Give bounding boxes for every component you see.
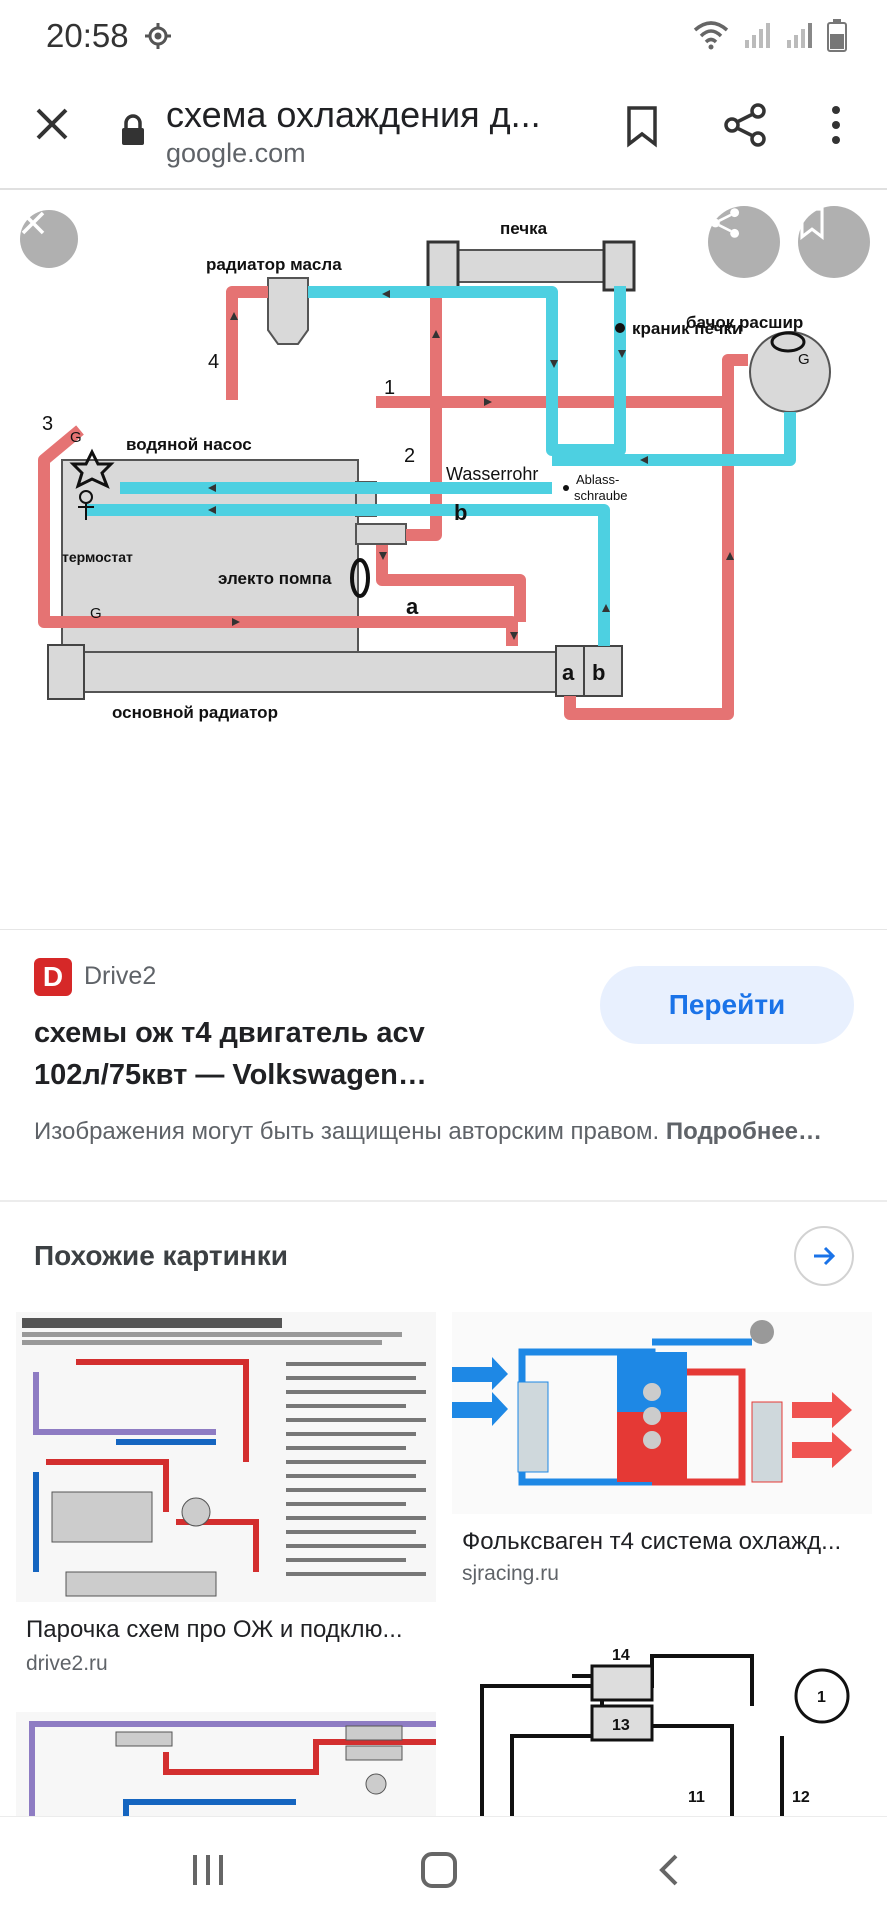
close-image-button[interactable] bbox=[20, 210, 78, 268]
cooling-diagram: печка радиатор масла краник печки бачок … bbox=[38, 219, 831, 722]
bookmark-icon bbox=[800, 207, 824, 240]
label-ablass-1: Ablass- bbox=[576, 472, 619, 487]
similar-host-1: drive2.ru bbox=[26, 1652, 108, 1675]
wifi-icon bbox=[693, 21, 729, 50]
similar-host-2: sjracing.ru bbox=[462, 1562, 559, 1585]
thumb-4-image: 14 13 1 11 12 bbox=[480, 1647, 850, 1816]
signal-icon-2 bbox=[787, 23, 812, 48]
thumb-4-num-14: 14 bbox=[612, 1647, 630, 1664]
label-heater-valve: краник печки bbox=[632, 319, 742, 338]
more-link[interactable]: Подробнее… bbox=[665, 1118, 823, 1145]
system-nav-bar bbox=[0, 1816, 887, 1920]
water-pump-icon bbox=[69, 448, 115, 489]
source-name[interactable]: Drive2 bbox=[84, 962, 157, 990]
bookmark-icon[interactable] bbox=[624, 104, 660, 148]
tank-cap bbox=[770, 331, 806, 353]
main-radiator bbox=[49, 651, 561, 693]
heater-core bbox=[427, 249, 621, 283]
label-wasserrohr: Wasserrohr bbox=[446, 464, 538, 484]
browser-toolbar: схема охлаждения д... google.com bbox=[0, 72, 887, 190]
similar-more-button[interactable] bbox=[794, 1226, 854, 1286]
label-ablass-2: schraube bbox=[574, 488, 627, 503]
thumb-2-image bbox=[452, 1312, 872, 1514]
thumb-3-image bbox=[29, 1721, 436, 1816]
copyright-text: Изображения могут быть защищены авторски… bbox=[34, 1118, 660, 1145]
label-thermostat: термостат bbox=[62, 549, 133, 565]
heater-left-cap bbox=[426, 240, 460, 292]
save-image-button[interactable] bbox=[798, 206, 870, 278]
label-heater: печка bbox=[500, 219, 548, 238]
label-g-left: G bbox=[90, 605, 102, 622]
label-num-4: 4 bbox=[208, 351, 219, 373]
label-main-radiator: основной радиатор bbox=[112, 703, 278, 722]
label-g-top: G bbox=[70, 429, 82, 446]
share-icon[interactable] bbox=[722, 102, 768, 148]
label-oil-radiator: радиатор масла bbox=[206, 255, 342, 274]
label-b-line: b bbox=[454, 500, 467, 525]
close-icon[interactable] bbox=[30, 102, 74, 146]
label-g-tank: G bbox=[798, 351, 810, 368]
oil-radiator bbox=[267, 277, 309, 345]
url-host[interactable]: google.com bbox=[166, 138, 306, 168]
thumb-1-image bbox=[16, 1312, 436, 1602]
thumb-4-num-11: 11 bbox=[688, 1789, 705, 1806]
thumb-4-num-12: 12 bbox=[792, 1789, 810, 1806]
source-logo: D bbox=[34, 958, 72, 996]
recent-apps-icon[interactable] bbox=[190, 1853, 226, 1887]
heater-right-cap bbox=[602, 240, 636, 292]
label-num-1: 1 bbox=[384, 377, 395, 399]
result-info: D Drive2 Перейти схемы ож т4 двигатель a… bbox=[0, 932, 887, 1202]
home-icon[interactable] bbox=[420, 1851, 458, 1889]
more-icon[interactable] bbox=[826, 102, 846, 148]
label-electric-pump: электо помпа bbox=[218, 569, 332, 588]
battery-icon bbox=[827, 19, 847, 52]
lock-icon bbox=[122, 114, 144, 145]
status-icons bbox=[691, 18, 847, 52]
image-viewer: печка радиатор масла краник печки бачок … bbox=[0, 190, 887, 930]
status-bar: 20:58 bbox=[0, 0, 887, 72]
similar-thumb-4[interactable]: 14 13 1 11 12 bbox=[452, 1626, 872, 1816]
share-image-button[interactable] bbox=[708, 206, 780, 278]
flow-arrows bbox=[208, 290, 734, 640]
share-icon bbox=[710, 208, 740, 238]
engine-port-2 bbox=[355, 523, 407, 545]
thermostat-icon bbox=[78, 490, 94, 520]
copyright-notice: Изображения могут быть защищены авторски… bbox=[34, 1114, 854, 1149]
main-radiator-left bbox=[47, 644, 85, 700]
heater-valve-icon bbox=[615, 323, 625, 333]
label-num-3: 3 bbox=[42, 413, 53, 435]
similar-thumb-1[interactable] bbox=[16, 1312, 436, 1602]
similar-title-2[interactable]: Фольксваген т4 система охлажд... bbox=[462, 1528, 842, 1555]
status-time: 20:58 bbox=[46, 17, 129, 54]
signal-icon bbox=[745, 23, 770, 48]
label-expansion-tank: бачок расшир bbox=[686, 313, 803, 332]
result-title[interactable]: схемы ож т4 двигатель acv 102л/75квт — V… bbox=[34, 1017, 427, 1091]
expansion-tank bbox=[749, 331, 831, 413]
similar-heading: Похожие картинки bbox=[34, 1240, 288, 1271]
label-water-pump: водяной насос bbox=[126, 435, 252, 454]
similar-title-1[interactable]: Парочка схем про ОЖ и подклю... bbox=[26, 1616, 403, 1643]
arrow-right-icon bbox=[814, 1246, 836, 1266]
electric-pump-icon bbox=[350, 558, 370, 598]
drain-screw-icon bbox=[563, 485, 569, 491]
visit-button[interactable]: Перейти bbox=[600, 966, 854, 1044]
similar-thumb-3[interactable] bbox=[16, 1712, 436, 1816]
label-box-b: b bbox=[592, 660, 605, 685]
thumb-4-num-13: 13 bbox=[612, 1717, 630, 1734]
location-icon bbox=[144, 23, 171, 49]
close-icon bbox=[21, 211, 45, 235]
label-num-2: 2 bbox=[404, 445, 415, 467]
similar-thumb-2[interactable] bbox=[452, 1312, 872, 1514]
label-a-line: a bbox=[406, 594, 419, 619]
back-icon[interactable] bbox=[656, 1853, 682, 1887]
cold-lines bbox=[86, 286, 796, 646]
thumb-4-num-1: 1 bbox=[817, 1689, 826, 1706]
page-title[interactable]: схема охлаждения д... bbox=[166, 94, 541, 135]
label-box-a: a bbox=[562, 660, 575, 685]
